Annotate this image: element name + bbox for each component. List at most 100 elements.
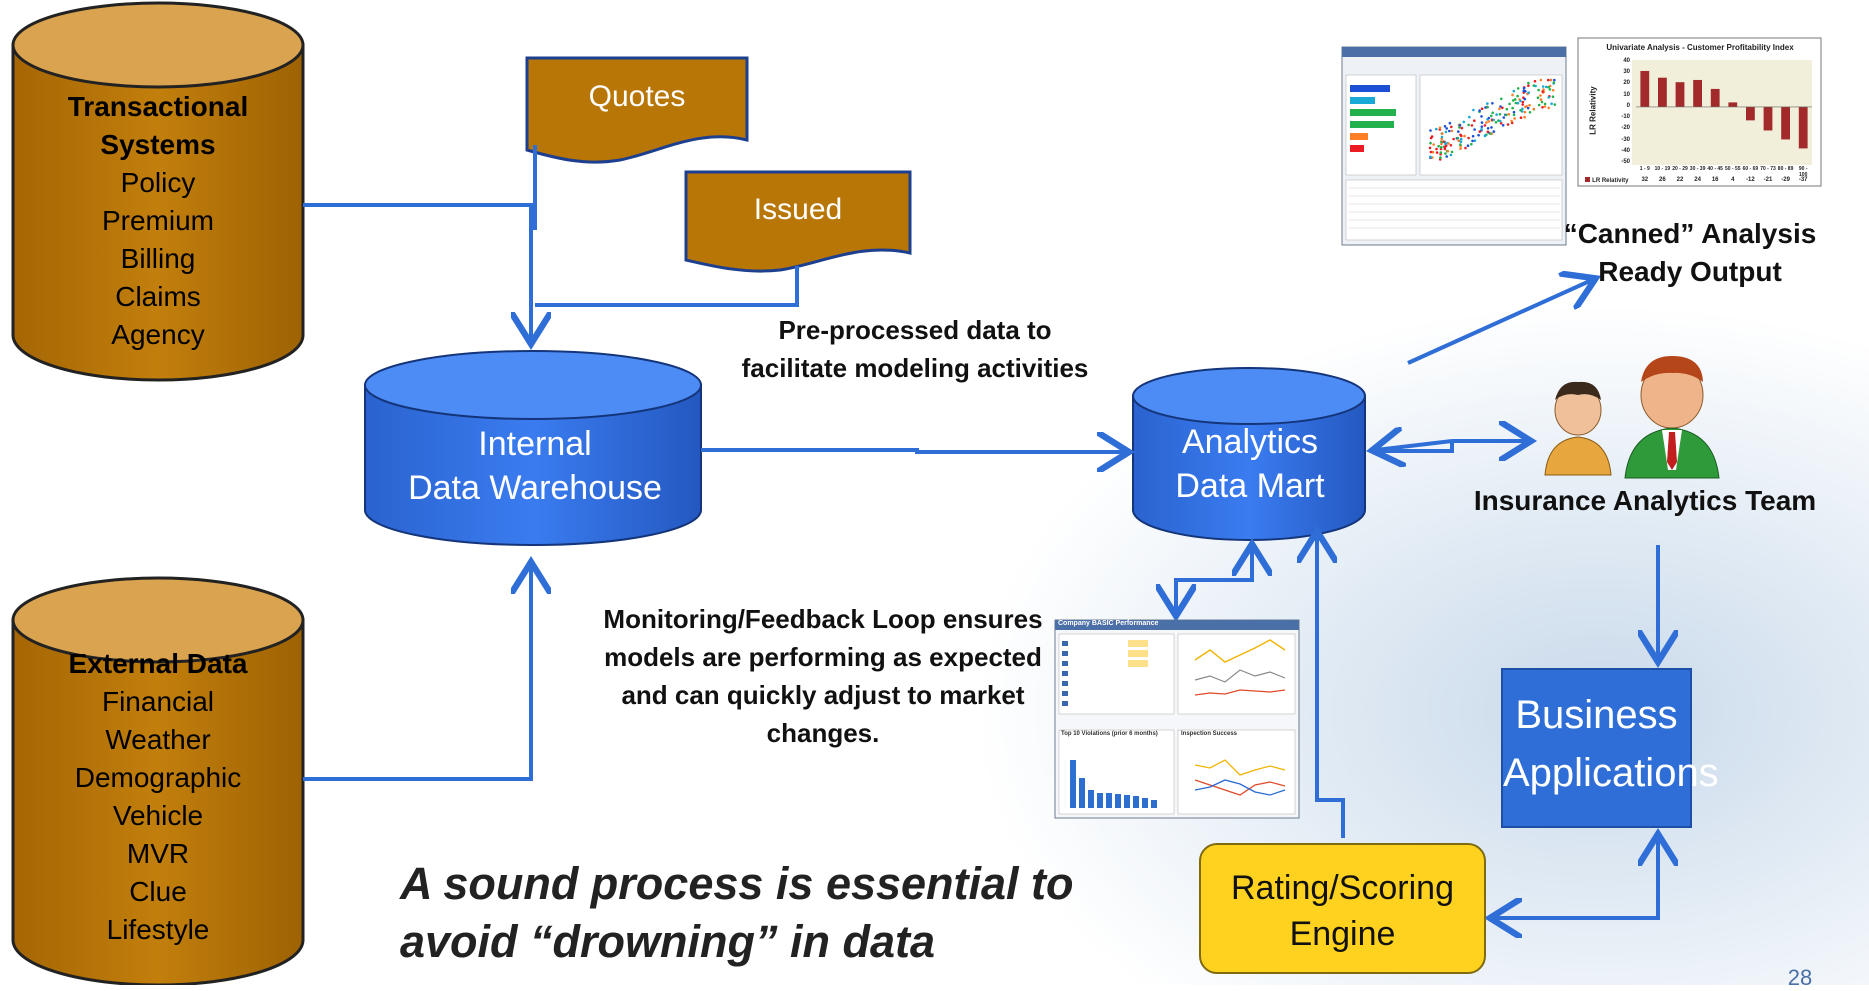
- external-item: Lifestyle: [106, 914, 210, 945]
- scatter-point: [1483, 134, 1487, 138]
- scatter-point: [1541, 85, 1545, 88]
- scatter-point: [1510, 119, 1513, 123]
- scatter-point: [1533, 79, 1537, 83]
- scatter-point: [1472, 108, 1475, 112]
- univariate-bar: [1658, 77, 1667, 107]
- scatter-point: [1442, 140, 1445, 143]
- scatter-point: [1523, 97, 1527, 101]
- scatter-point: [1480, 128, 1483, 131]
- scatter-point: [1523, 110, 1527, 114]
- scatter-point: [1473, 139, 1477, 142]
- scatter-point: [1443, 147, 1447, 151]
- scatter-point: [1486, 127, 1490, 130]
- scatter-point: [1480, 115, 1483, 118]
- scatter-point: [1480, 125, 1484, 128]
- scatter-point: [1537, 103, 1541, 107]
- person-icon-left: [1544, 381, 1612, 476]
- scatter-point: [1521, 103, 1524, 106]
- scatter-point: [1484, 106, 1487, 109]
- scatter-point: [1513, 117, 1516, 120]
- scatter-point: [1550, 102, 1553, 105]
- scatter-point: [1444, 152, 1447, 155]
- scatter-point: [1490, 126, 1493, 129]
- scatter-point: [1473, 128, 1476, 131]
- issued-label: Issued: [753, 193, 843, 226]
- scatter-point: [1450, 125, 1453, 129]
- scatter-point: [1486, 102, 1489, 105]
- transactional-title: Transactional Systems: [67, 91, 249, 160]
- scatter-point: [1551, 95, 1555, 98]
- scatter-point: [1548, 88, 1552, 91]
- scatter-point: [1439, 146, 1443, 149]
- univariate-category: 50 - 55: [1725, 166, 1741, 172]
- scatter-point: [1490, 114, 1493, 118]
- scatter-point: [1459, 140, 1463, 143]
- scatter-point: [1470, 142, 1473, 146]
- scatter-point: [1507, 112, 1511, 116]
- univariate-bar: [1675, 82, 1685, 107]
- univariate-value: 26: [1659, 177, 1666, 183]
- scatter-point: [1466, 144, 1470, 147]
- scatter-point: [1534, 84, 1537, 88]
- univariate-value: 4: [1731, 177, 1735, 183]
- univariate-ytick: -20: [1621, 125, 1630, 132]
- univariate-value: -21: [1763, 177, 1773, 183]
- univariate-ytick: 20: [1623, 80, 1630, 87]
- scatter-point: [1502, 116, 1506, 119]
- scatter-point: [1460, 126, 1464, 130]
- monitoring-note: Monitoring/Feedback Loop ensures models …: [603, 604, 1043, 748]
- scatter-point: [1438, 126, 1442, 130]
- univariate-category: 1 - 9: [1639, 166, 1650, 172]
- univariate-value: 22: [1676, 177, 1684, 183]
- scatter-point: [1536, 96, 1540, 99]
- person-icon-right: [1624, 356, 1720, 479]
- univariate-ytick: 0: [1626, 102, 1630, 109]
- scatter-point: [1432, 143, 1435, 146]
- scatter-point: [1440, 135, 1444, 139]
- external-item: Financial: [101, 686, 215, 717]
- univariate-chart-title: Univariate Analysis - Customer Profitabi…: [1606, 43, 1794, 52]
- univariate-chart-thumbnail: [1577, 37, 1822, 187]
- scatter-point: [1470, 124, 1474, 127]
- scatter-point: [1459, 137, 1463, 141]
- scatter-point: [1527, 81, 1530, 85]
- company-dashboard-thumbnail: [1054, 619, 1300, 819]
- univariate-value: 32: [1641, 177, 1649, 183]
- scatter-point: [1448, 129, 1451, 133]
- scatter-point: [1495, 113, 1498, 116]
- univariate-bar: [1693, 79, 1702, 107]
- transactional-systems-cylinder: [11, 1, 305, 382]
- scatter-point: [1441, 132, 1444, 135]
- scatter-point: [1437, 144, 1440, 148]
- tagline: A sound process is essential to avoid “d…: [400, 858, 1074, 967]
- scatter-point: [1516, 94, 1519, 98]
- scatter-point: [1429, 141, 1432, 145]
- scatter-point: [1443, 145, 1447, 149]
- scatter-point: [1539, 98, 1543, 101]
- scatter-point: [1449, 144, 1453, 147]
- scatter-point: [1471, 134, 1475, 138]
- scatter-point: [1523, 115, 1526, 119]
- scatter-point: [1514, 101, 1518, 105]
- external-item: Clue: [129, 876, 187, 907]
- univariate-value: -12: [1746, 177, 1755, 183]
- scatter-point: [1512, 110, 1516, 114]
- univariate-category: 80 - 89: [1777, 166, 1794, 172]
- scatter-point: [1435, 147, 1438, 151]
- scatter-point: [1458, 126, 1461, 129]
- scatter-point: [1448, 121, 1452, 125]
- arrow-rating-business: [1496, 838, 1658, 920]
- arrow-transactional-to-warehouse: [303, 203, 531, 340]
- scatter-point: [1478, 130, 1482, 133]
- univariate-value: 16: [1711, 177, 1719, 183]
- scatter-point: [1428, 146, 1432, 150]
- scatter-point: [1539, 78, 1543, 82]
- scatter-point: [1508, 102, 1511, 106]
- univariate-ytick: -50: [1621, 159, 1630, 165]
- scatter-point: [1527, 91, 1530, 94]
- scatter-point: [1431, 150, 1435, 154]
- scatter-point: [1537, 88, 1540, 92]
- scatter-point: [1539, 94, 1542, 97]
- preprocessed-note: Pre-processed data to facilitate modelin…: [741, 315, 1089, 383]
- scatter-point: [1541, 106, 1544, 109]
